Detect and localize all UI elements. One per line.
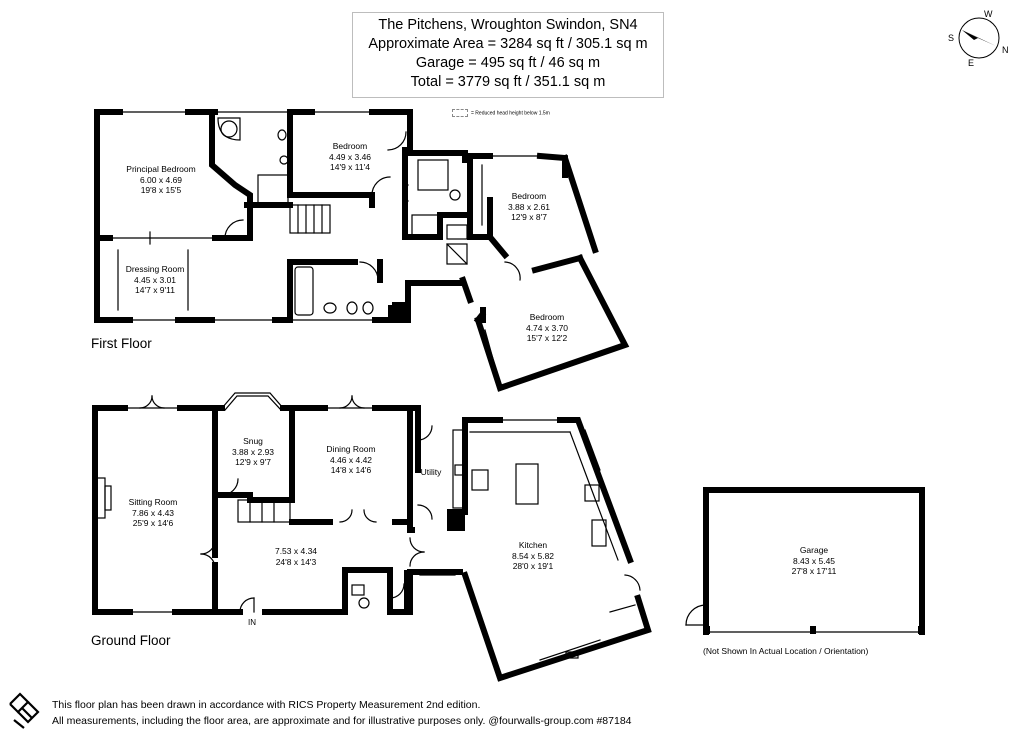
room-hall: 7.53 x 4.34 24'8 x 14'3 xyxy=(274,546,318,567)
total-area: Total = 3779 sq ft / 351.1 sq m xyxy=(410,74,606,90)
garage-area: Garage = 495 sq ft / 46 sq m xyxy=(415,55,601,71)
room-garage: Garage 8.43 x 5.45 27'8 x 17'11 xyxy=(791,545,837,576)
room-bedroom-top: Bedroom 4.49 x 3.46 14'9 x 11'4 xyxy=(328,141,372,172)
dashed-swatch-icon xyxy=(452,109,468,117)
garage-walls xyxy=(685,487,925,635)
room-dressing-room: Dressing Room 4.45 x 3.01 14'7 x 9'11 xyxy=(125,264,185,295)
room-dining-room: Dining Room 4.46 x 4.42 14'8 x 14'6 xyxy=(326,444,376,475)
room-bedroom-lower: Bedroom 4.74 x 3.70 15'7 x 12'2 xyxy=(525,312,569,343)
first-floor-thin-lines xyxy=(96,111,593,371)
property-address: The Pitchens, Wroughton Swindon, SN4 xyxy=(378,17,638,33)
ground-floor-label: Ground Floor xyxy=(91,633,171,648)
room-snug: Snug 3.88 x 2.93 12'9 x 9'7 xyxy=(231,436,275,467)
compass-e: E xyxy=(968,58,974,68)
compass-n: N xyxy=(1002,45,1009,55)
reduced-head-height-legend: = Reduced head height below 1.5m xyxy=(452,109,550,117)
property-title-box: The Pitchens, Wroughton Swindon, SN4 App… xyxy=(352,12,664,98)
first-floor-label: First Floor xyxy=(91,336,152,351)
compass-s: S xyxy=(948,33,954,43)
compass-w: W xyxy=(984,9,993,19)
ground-floor-thin-lines xyxy=(94,392,641,661)
garage-location-note: (Not Shown In Actual Location / Orientat… xyxy=(703,646,869,656)
first-floor-walls xyxy=(94,109,630,392)
approximate-area: Approximate Area = 3284 sq ft / 305.1 sq… xyxy=(368,36,648,52)
room-bedroom-right: Bedroom 3.88 x 2.61 12'9 x 8'7 xyxy=(507,191,551,222)
fourwalls-logo-icon xyxy=(9,692,40,729)
room-utility: Utility xyxy=(420,467,442,477)
room-sitting-room: Sitting Room 7.86 x 4.43 25'9 x 14'6 xyxy=(128,497,178,528)
footer-disclaimer: All measurements, including the floor ar… xyxy=(52,715,632,727)
compass-icon: W N E S xyxy=(948,9,1009,68)
footer-rics-statement: This floor plan has been drawn in accord… xyxy=(52,699,481,711)
entrance-label: IN xyxy=(248,618,256,627)
room-kitchen: Kitchen 8.54 x 5.82 28'0 x 19'1 xyxy=(511,540,555,571)
room-principal-bedroom: Principal Bedroom 6.00 x 4.69 19'8 x 15'… xyxy=(126,164,196,195)
